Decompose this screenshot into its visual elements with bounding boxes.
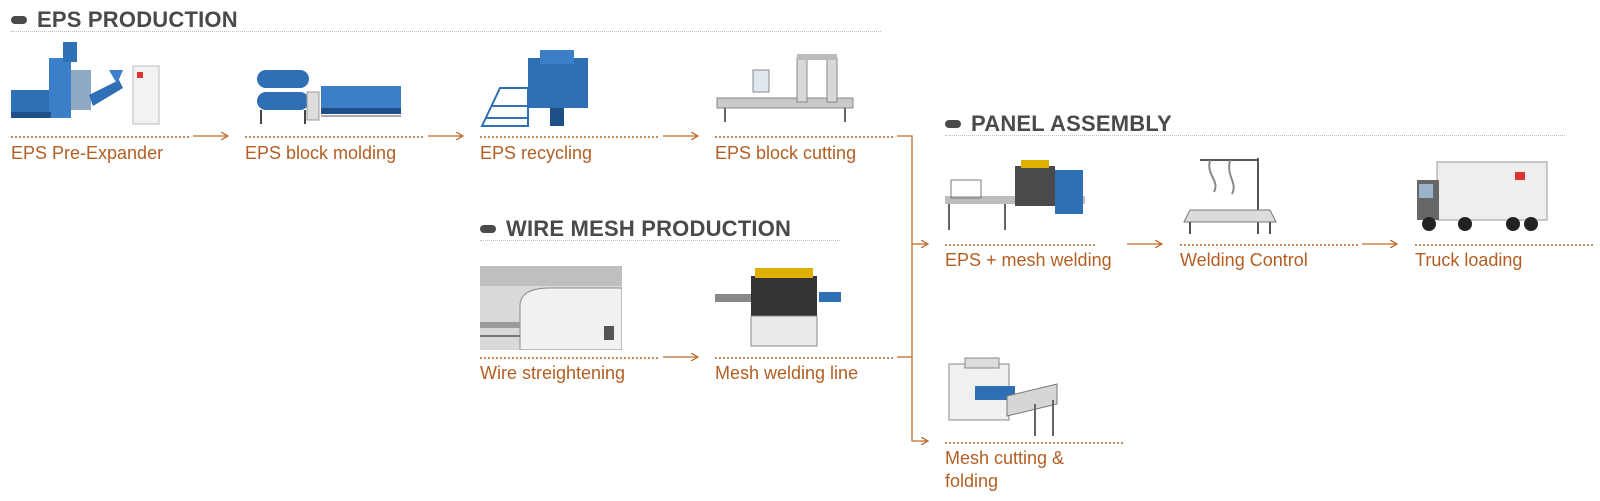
step-label-truck-loading: Truck loading	[1415, 250, 1523, 270]
block-molding-machine-icon	[257, 70, 401, 124]
step-divider	[1180, 244, 1358, 246]
mesh-cutting-machine-icon	[948, 357, 1058, 436]
step-label-eps-block-molding: EPS block molding	[245, 143, 397, 163]
section-bullet	[480, 225, 496, 233]
step-label-wire-straightening: Wire streightening	[480, 363, 626, 383]
step-label-eps-block-cutting: EPS block cutting	[715, 143, 857, 163]
flow-arrow	[897, 135, 928, 441]
recycling-machine-icon	[480, 50, 588, 127]
step-divider	[715, 136, 893, 138]
block-cutting-machine-icon	[716, 54, 854, 122]
step-label-eps-mesh-welding: EPS + mesh welding	[945, 250, 1112, 270]
step-divider	[11, 136, 189, 138]
section-title-panel-assembly: PANEL ASSEMBLY	[945, 111, 1172, 137]
section-title-text: EPS PRODUCTION	[37, 7, 238, 32]
step-divider	[945, 244, 1095, 246]
step-divider	[945, 442, 1123, 444]
step-label-mesh-welding-line: Mesh welding line	[715, 363, 859, 383]
step-label-mesh-cutting-line-1: Mesh cutting &	[945, 448, 1065, 468]
step-label-mesh-cutting-line-2: folding	[945, 471, 999, 491]
mesh-welding-line-machine-icon	[715, 268, 841, 347]
step-label-eps-pre-expander: EPS Pre-Expander	[11, 143, 164, 163]
step-divider	[715, 357, 893, 359]
truck-icon	[1417, 161, 1548, 231]
wire-straightening-machine-icon	[480, 266, 622, 350]
section-divider	[945, 135, 1565, 136]
section-bullet	[11, 16, 27, 24]
step-label-eps-recycling: EPS recycling	[480, 143, 593, 163]
step-divider	[1415, 244, 1593, 246]
step-divider	[245, 136, 423, 138]
section-divider	[11, 31, 881, 32]
eps-mesh-welding-machine-icon	[945, 160, 1085, 230]
section-bullet	[945, 120, 961, 128]
section-title-text: PANEL ASSEMBLY	[971, 111, 1172, 136]
step-label-welding-control: Welding Control	[1180, 250, 1308, 270]
section-title-wire-mesh-production: WIRE MESH PRODUCTION	[480, 216, 791, 242]
section-divider	[480, 240, 840, 241]
section-title-eps-production: EPS PRODUCTION	[11, 7, 238, 33]
step-divider	[480, 136, 658, 138]
pre-expander-machine-icon	[11, 42, 160, 125]
step-divider	[480, 357, 658, 359]
welding-control-station-icon	[1183, 158, 1277, 234]
section-title-text: WIRE MESH PRODUCTION	[506, 216, 792, 241]
